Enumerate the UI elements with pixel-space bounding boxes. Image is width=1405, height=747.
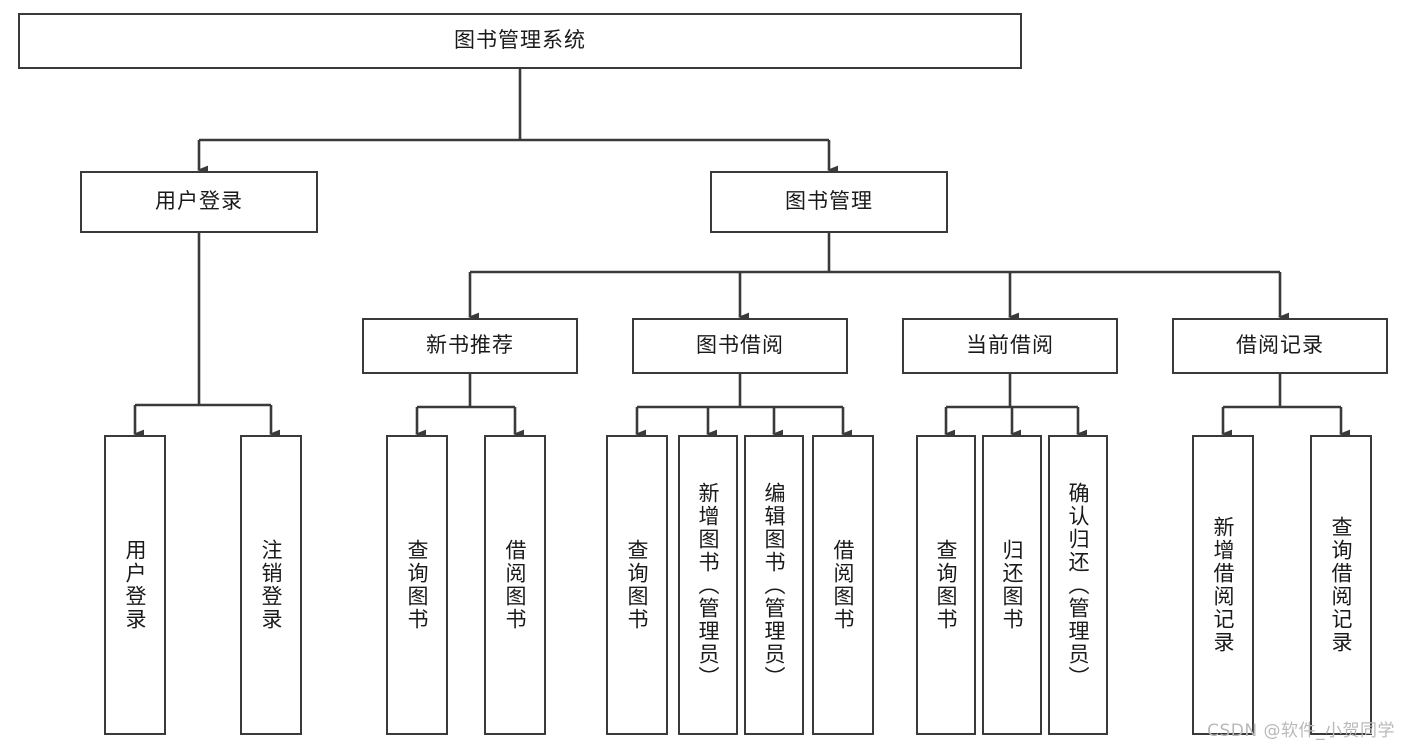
node-l2-用户登录[interactable]: 用户登录 (80, 171, 318, 233)
node-leaf-3-借阅图书[interactable]: 借阅图书 (484, 435, 546, 735)
node-label: 新书推荐 (426, 333, 514, 358)
node-leaf-8-查询图书[interactable]: 查询图书 (916, 435, 976, 735)
node-leaf-1-注销登录[interactable]: 注销登录 (240, 435, 302, 735)
node-leaf-11-新增借阅记录[interactable]: 新增借阅记录 (1192, 435, 1254, 735)
node-leaf-4-查询图书[interactable]: 查询图书 (606, 435, 668, 735)
node-label: 查询图书 (405, 539, 430, 631)
node-l3-借阅记录[interactable]: 借阅记录 (1172, 318, 1388, 374)
node-label: 确认归还（管理员） (1066, 481, 1091, 689)
node-label: 查询图书 (625, 539, 650, 631)
node-label: 借阅记录 (1236, 333, 1324, 358)
node-label: 用户登录 (123, 539, 148, 631)
node-label: 图书借阅 (696, 333, 784, 358)
node-label: 图书管理系统 (454, 28, 586, 53)
node-label: 归还图书 (1000, 539, 1025, 631)
node-leaf-7-借阅图书[interactable]: 借阅图书 (812, 435, 874, 735)
node-leaf-2-查询图书[interactable]: 查询图书 (386, 435, 448, 735)
node-label: 借阅图书 (831, 539, 856, 631)
node-leaf-10-确认归还（管理员）[interactable]: 确认归还（管理员） (1048, 435, 1108, 735)
node-leaf-0-用户登录[interactable]: 用户登录 (104, 435, 166, 735)
watermark-text: CSDN @软件_小贺同学 (1207, 721, 1395, 741)
node-label: 当前借阅 (966, 333, 1054, 358)
node-leaf-12-查询借阅记录[interactable]: 查询借阅记录 (1310, 435, 1372, 735)
node-label: 图书管理 (785, 189, 873, 214)
node-label: 用户登录 (155, 189, 243, 214)
node-label: 查询图书 (934, 539, 959, 631)
node-l3-当前借阅[interactable]: 当前借阅 (902, 318, 1118, 374)
node-l3-新书推荐[interactable]: 新书推荐 (362, 318, 578, 374)
node-l3-图书借阅[interactable]: 图书借阅 (632, 318, 848, 374)
node-leaf-5-新增图书（管理员）[interactable]: 新增图书（管理员） (678, 435, 738, 735)
node-leaf-6-编辑图书（管理员）[interactable]: 编辑图书（管理员） (744, 435, 804, 735)
node-label: 新增借阅记录 (1211, 516, 1236, 654)
node-label: 查询借阅记录 (1329, 516, 1354, 654)
node-l2-图书管理[interactable]: 图书管理 (710, 171, 948, 233)
node-label: 编辑图书（管理员） (762, 481, 787, 689)
node-label: 新增图书（管理员） (696, 481, 721, 689)
node-label: 注销登录 (259, 539, 284, 631)
node-leaf-9-归还图书[interactable]: 归还图书 (982, 435, 1042, 735)
node-label: 借阅图书 (503, 539, 528, 631)
node-root-图书管理系统[interactable]: 图书管理系统 (18, 13, 1022, 69)
